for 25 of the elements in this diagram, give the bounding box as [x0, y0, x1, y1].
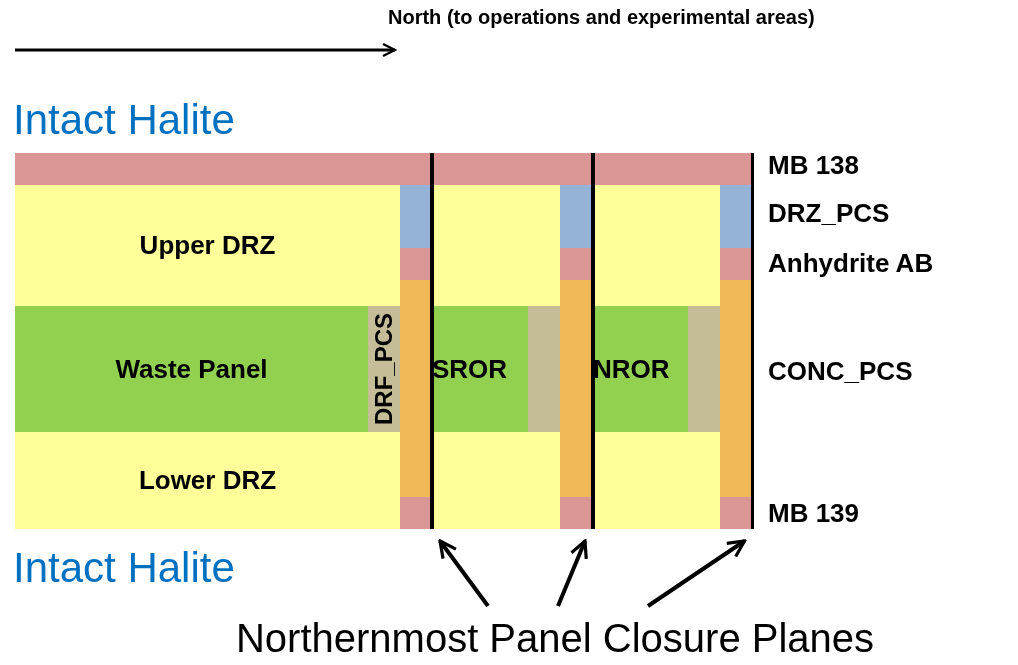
arrow — [556, 539, 588, 607]
layer-label: Anhydrite AB — [768, 248, 934, 279]
drz-region — [15, 185, 400, 306]
layer-label: DRZ_PCS — [768, 198, 890, 229]
layer-label: CONC_PCS — [768, 356, 913, 387]
region-label: SROR — [432, 353, 508, 385]
arrow — [438, 539, 490, 608]
waste-panel — [15, 306, 368, 432]
direction-label: North (to operations and experimental areas) — [388, 6, 815, 29]
arrow — [646, 539, 747, 608]
seal-label: DRF_PCS — [370, 313, 398, 425]
region-label: NROR — [593, 353, 670, 385]
caption-text: Northernmost Panel Closure Planes — [235, 615, 875, 661]
region-label: Lower DRZ — [138, 465, 277, 496]
layer-label: MB 139 — [768, 498, 860, 529]
ror-region — [432, 306, 528, 432]
layer-label: Intact Halite — [13, 96, 235, 144]
region-label: Upper DRZ — [139, 230, 276, 261]
layer-label: MB 138 — [768, 150, 860, 181]
ror-region — [593, 306, 688, 432]
region-label: Waste Panel — [115, 353, 268, 385]
drz-region — [15, 432, 400, 529]
layer-label: Intact Halite — [13, 544, 235, 592]
closure-plane-line — [751, 153, 754, 529]
drift-seal — [368, 306, 400, 432]
